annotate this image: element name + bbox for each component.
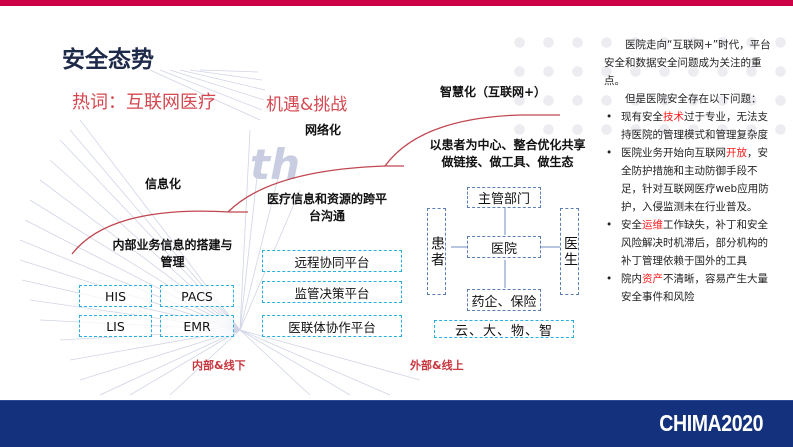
issue-highlight: 运维 — [642, 219, 663, 231]
smart-description-line1: 以患者为中心、整合优化共享 — [429, 138, 586, 152]
issue-item: 院内资产不清晰，容易产生大量安全事件和风险 — [604, 270, 772, 306]
issue-highlight: 资产 — [642, 273, 663, 285]
network-description: 医疗信息和资源的跨平台沟通 — [266, 192, 387, 223]
eco-doctor-label: 医生 — [562, 235, 578, 268]
hot-word-label: 热词：互联网医疗 — [72, 92, 216, 113]
smart-description-line2: 做链接、做工具、做生态 — [441, 155, 574, 169]
eco-hospital-box: 医院 — [467, 236, 541, 258]
system-his: HIS — [79, 285, 152, 307]
issue-item: 安全运维工作缺失，补丁和安全风险解决时机滞后，部分机构的补丁管理依赖于国外的工具 — [604, 216, 772, 270]
eco-tech-base-box: 云、大、物、智 — [434, 320, 574, 339]
issue-item: 医院业务开始向互联网开放，安全防护措施和主动防御手段不足，针对互联网医疗web应… — [604, 144, 772, 216]
issue-highlight: 开放 — [726, 147, 747, 159]
sidebar-issues: 现有安全技术过于专业，无法支持医院的管理模式和管理复杂度 医院业务开始向互联网开… — [604, 108, 772, 306]
stage-networking: 网络化 — [305, 123, 342, 137]
system-pacs: PACS — [160, 285, 234, 307]
chima-logo: CHIMA2020 — [659, 410, 763, 436]
internal-offline-label: 内部&线下 — [192, 359, 246, 372]
platform-regulatory-decision: 监管决策平台 — [262, 281, 402, 303]
issue-highlight: 技术 — [663, 111, 684, 123]
sidebar-lead: 但是医院安全存在以下问题： — [625, 93, 762, 105]
external-online-label: 外部&线上 — [410, 359, 464, 372]
system-emr: EMR — [160, 315, 234, 337]
stage-informatization: 信息化 — [145, 177, 182, 191]
platform-medical-alliance: 医联体协作平台 — [262, 315, 402, 337]
footer-bar — [0, 400, 793, 447]
top-accent-bar — [0, 0, 793, 6]
stage-smart: 智慧化（互联网+） — [440, 85, 547, 99]
eco-pharma-insurance-box: 药企、保险 — [467, 289, 541, 311]
system-lis: LIS — [79, 315, 152, 337]
watermark-th-text: th — [250, 140, 300, 189]
sidebar-intro: 医院走向“互联网+”时代，平台安全和数据安全问题成为关注的重点。 — [604, 39, 771, 87]
page-title: 安全态势 — [62, 47, 154, 73]
eco-patient-box: 患者 — [427, 208, 446, 295]
eco-doctor-box: 医生 — [560, 208, 579, 295]
info-description: 内部业务信息的搭建与管理 — [112, 238, 233, 269]
platform-remote-collab: 远程协同平台 — [262, 250, 402, 272]
opportunity-label: 机遇&挑战 — [266, 95, 348, 115]
eco-patient-label: 患者 — [429, 235, 445, 268]
issue-item: 现有安全技术过于专业，无法支持医院的管理模式和管理复杂度 — [604, 108, 772, 144]
eco-authority-box: 主管部门 — [467, 187, 541, 208]
